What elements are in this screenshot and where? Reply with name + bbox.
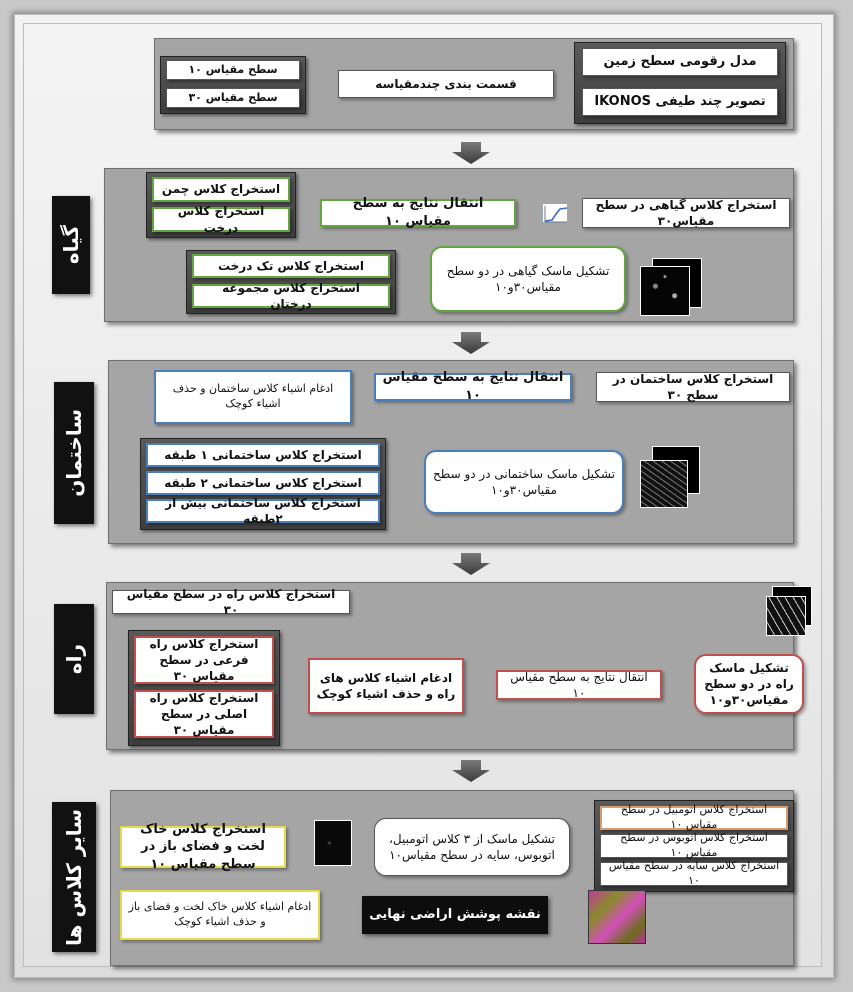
others-side-label: سایر کلاس ها — [52, 802, 96, 952]
dem-box: مدل رقومی سطح زمین — [582, 48, 778, 76]
tree-box: استخراج کلاس درخت — [152, 204, 290, 235]
segmentation-box: قسمت بندی چندمقیاسه — [338, 70, 554, 98]
others-mask-image — [314, 820, 352, 866]
single-tree-box: استخراج کلاس تک درخت — [192, 254, 390, 278]
final-map-image — [588, 890, 646, 944]
chart-icon — [542, 203, 568, 223]
road-mask-box: تشکیل ماسک راه در دو سطح مقیاس۳۰و۱۰ — [694, 654, 804, 714]
road-mask-image — [766, 596, 806, 636]
final-map-box: نقشه پوشش اراضی نهایی — [362, 896, 548, 934]
down-arrow-3 — [452, 553, 490, 575]
shadow-box: استخراج کلاس سایه در سطح مقیاس ۱۰ — [600, 859, 788, 887]
bld-merge-box: ادغام اشیاء کلاس ساختمان و حذف اشیاء کوچ… — [154, 370, 352, 424]
bld-extract30-box: استخراج کلاس ساختمان در سطح ۳۰ — [596, 372, 790, 402]
primary-road-box: استخراج کلاس راه اصلی در سطح مقیاس ۳۰ — [134, 690, 274, 738]
road-transfer-box: انتقال نتایج به سطح مقیاس ۱۰ — [496, 670, 662, 700]
bus-box: استخراج کلاس اتوبوس در سطح مقیاس ۱۰ — [600, 831, 788, 859]
floor-more-box: استخراج کلاس ساختمانی بیش از ۲طبقه — [146, 496, 380, 526]
veg-extract30-box: استخراج کلاس گیاهی در سطح مقیاس۳۰ — [582, 198, 790, 228]
down-arrow-1 — [452, 142, 490, 164]
others-mask-box: تشکیل ماسک از ۳ کلاس اتومبیل، اتوبوس، سا… — [374, 818, 570, 876]
veg-transfer-box: انتقال نتایج به سطح مقیاس ۱۰ — [320, 196, 516, 229]
secondary-road-box: استخراج کلاس راه فرعی در سطح مقیاس ۳۰ — [134, 636, 274, 684]
bld-mask-box: تشکیل ماسک ساختمانی در دو سطح مقیاس۳۰و۱۰ — [424, 450, 624, 514]
road-merge-box: ادغام اشیاء کلاس های راه و حذف اشیاء کوچ… — [308, 658, 464, 714]
grass-box: استخراج کلاس چمن — [152, 177, 290, 202]
floor1-box: استخراج کلاس ساختمانی ۱ طبقه — [146, 443, 380, 467]
down-arrow-2 — [452, 332, 490, 354]
floor2-box: استخراج کلاس ساختمانی ۲ طبقه — [146, 471, 380, 495]
road-side-label: راه — [54, 604, 94, 714]
tree-group-box: استخراج کلاس مجموعه درختان — [192, 281, 390, 311]
down-arrow-4 — [452, 760, 490, 782]
soil-box: استخراج کلاس خاک لخت و فضای باز در سطح م… — [120, 822, 286, 872]
veg-mask-box: تشکیل ماسک گیاهی در دو سطح مقیاس۳۰و۱۰ — [430, 246, 626, 312]
veg-mask-image — [640, 266, 690, 316]
bld-transfer-box: انتقال نتایج به سطح مقیاس ۱۰ — [374, 370, 572, 403]
bld-mask-image — [640, 460, 688, 508]
building-side-label: ساختمان — [54, 382, 94, 524]
vegetation-side-label: گیاه — [52, 196, 90, 294]
scale30-box: سطح مقیاس ۳۰ — [166, 88, 300, 108]
ikonos-box: تصویر چند طیفی IKONOS — [582, 88, 778, 116]
car-box: استخراج کلاس اتومبیل در سطح مقیاس ۱۰ — [600, 803, 788, 831]
road-extract30-box: استخراج کلاس راه در سطح مقیاس ۳۰ — [112, 587, 350, 617]
soil-merge-box: ادغام اشیاء کلاس خاک لخت و فضای باز و حذ… — [120, 890, 320, 940]
scale10-box: سطح مقیاس ۱۰ — [166, 60, 300, 80]
